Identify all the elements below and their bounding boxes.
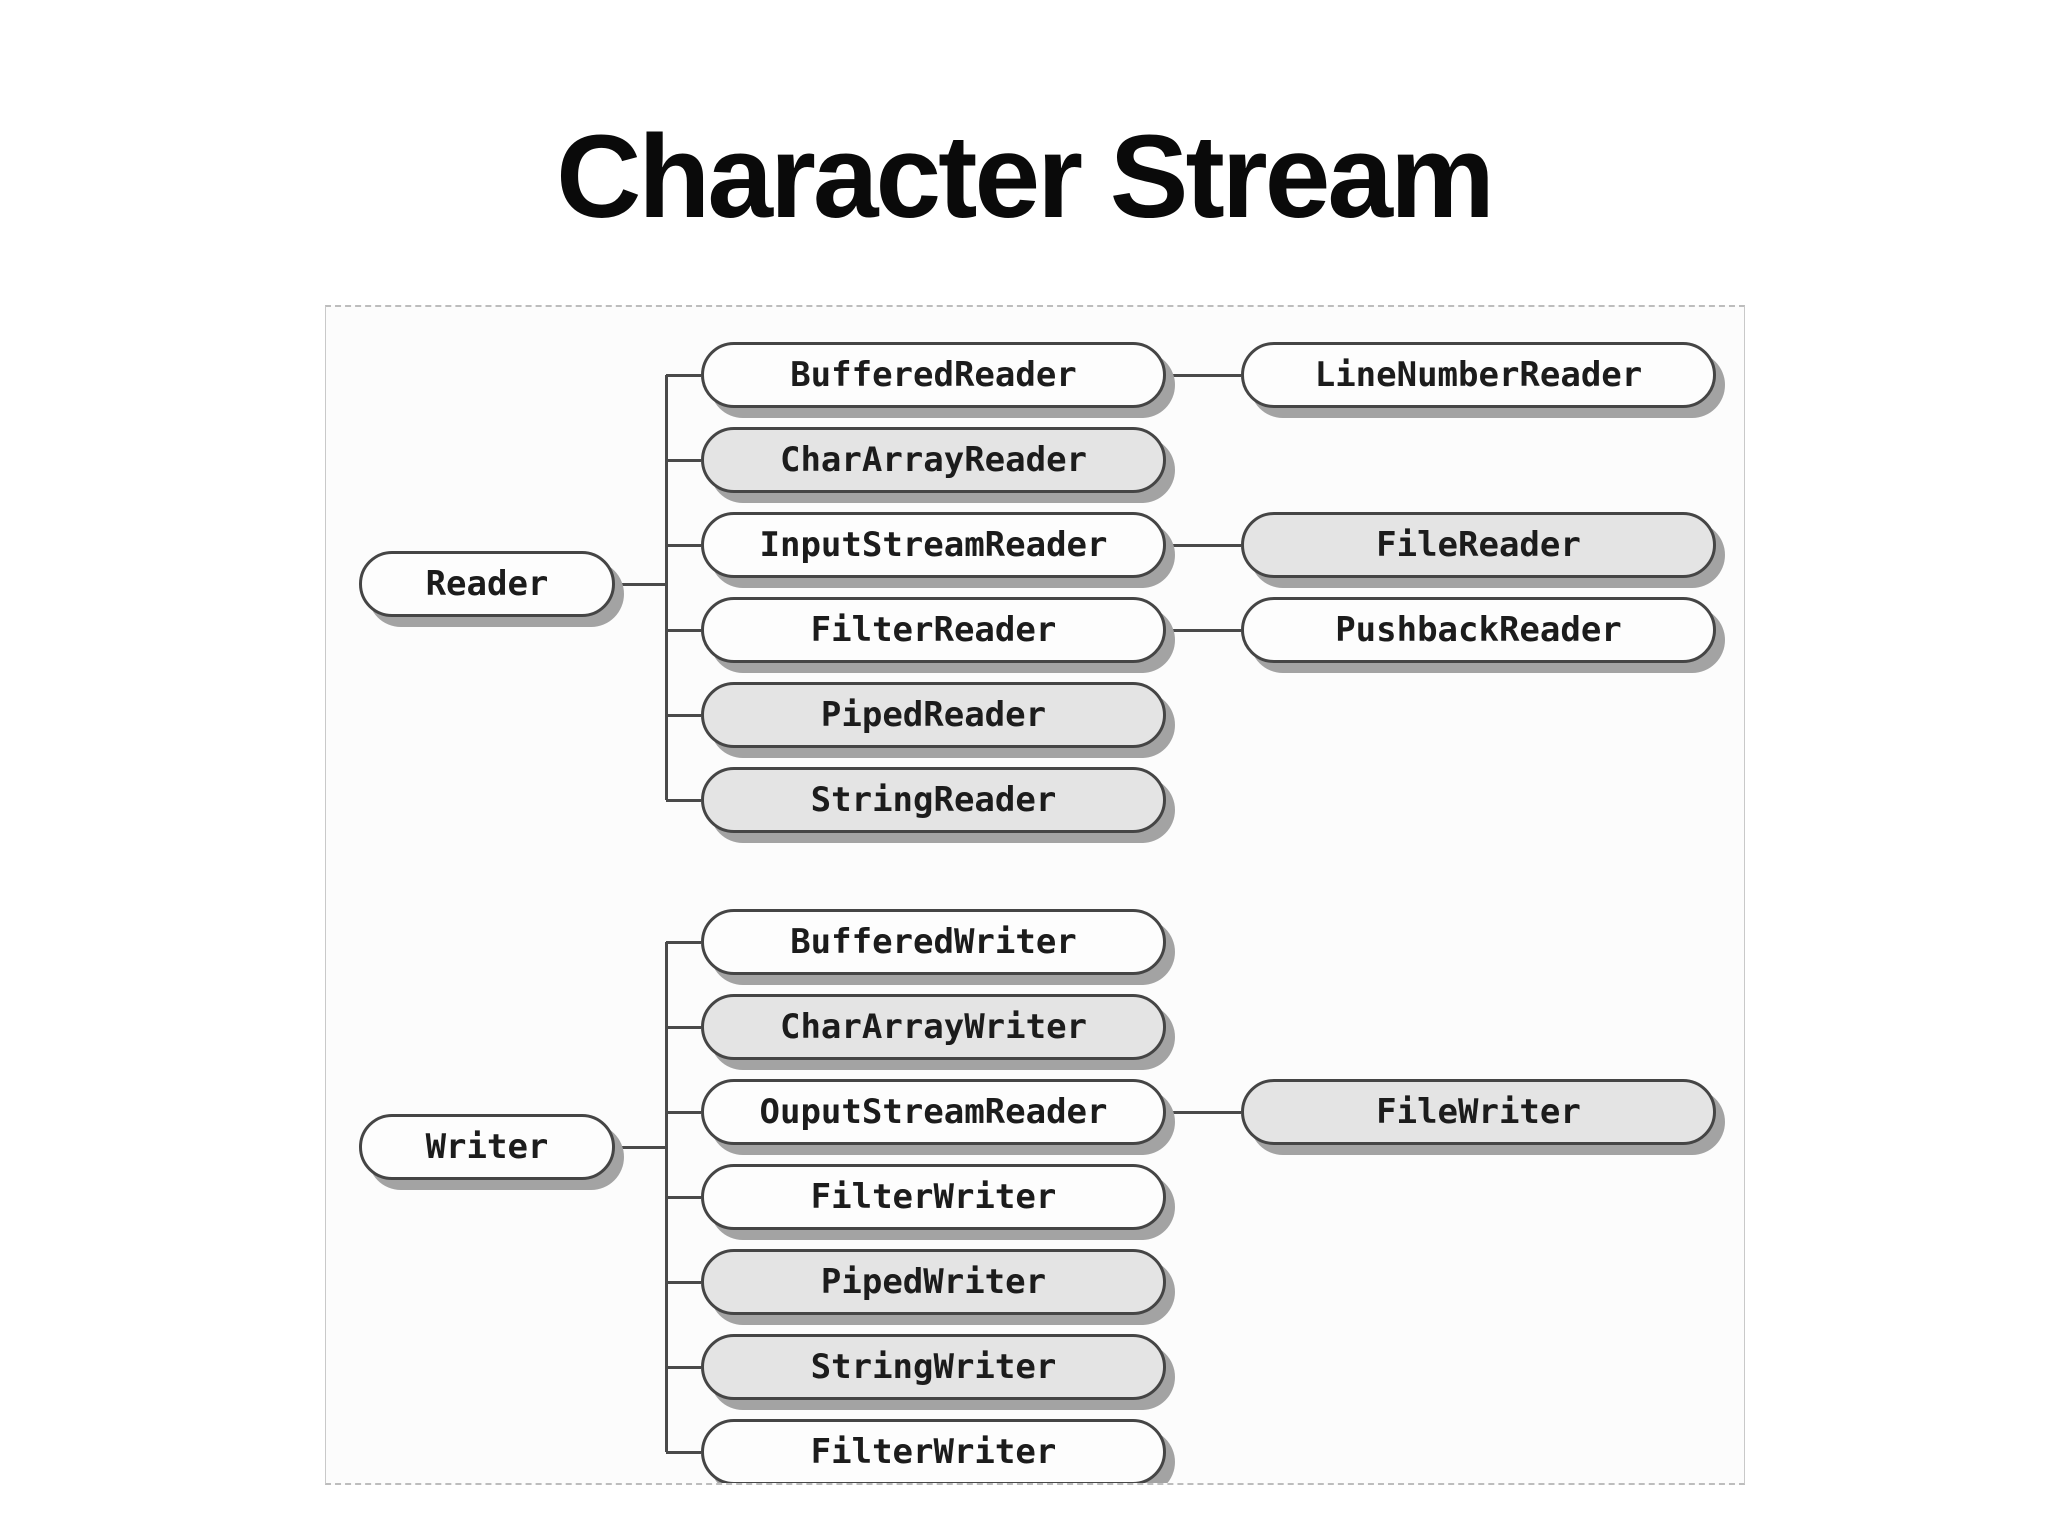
node-chararraywriter: CharArrayWriter [701,994,1166,1060]
node-reader: Reader [359,551,615,617]
connector-line [666,713,701,717]
node-pipedreader: PipedReader [701,682,1166,748]
connector-line [615,582,668,586]
connector-line [666,1280,701,1284]
connector-line [666,798,701,802]
page-title: Character Stream [556,111,1495,243]
connector-line [666,458,701,462]
node-ouputstreamreader: OuputStreamReader [701,1079,1166,1145]
node-bufferedwriter: BufferedWriter [701,909,1166,975]
connector-trunk [664,375,668,800]
connector-line [666,1025,701,1029]
node-filereader: FileReader [1241,512,1716,578]
node-inputstreamreader: InputStreamReader [701,512,1166,578]
node-linenumberreader: LineNumberReader [1241,342,1716,408]
node-chararrayreader: CharArrayReader [701,427,1166,493]
node-pipedwriter: PipedWriter [701,1249,1166,1315]
node-stringwriter: StringWriter [701,1334,1166,1400]
node-filterwriter: FilterWriter [701,1164,1166,1230]
connector-line [1166,628,1241,632]
connector-line [666,1450,701,1454]
connector-line [666,628,701,632]
connector-line [666,940,701,944]
node-stringreader: StringReader [701,767,1166,833]
connector-line [615,1145,668,1149]
node-filewriter: FileWriter [1241,1079,1716,1145]
connector-line [1166,1110,1241,1114]
node-filterreader: FilterReader [701,597,1166,663]
connector-line [1166,373,1241,377]
node-writer: Writer [359,1114,615,1180]
connector-line [666,543,701,547]
node-filterwriter: FilterWriter [701,1419,1166,1483]
connector-line [1166,543,1241,547]
node-pushbackreader: PushbackReader [1241,597,1716,663]
connector-line [666,373,701,377]
connector-line [666,1365,701,1369]
connector-trunk [664,942,668,1452]
node-bufferedreader: BufferedReader [701,342,1166,408]
connector-line [666,1195,701,1199]
connector-line [666,1110,701,1114]
